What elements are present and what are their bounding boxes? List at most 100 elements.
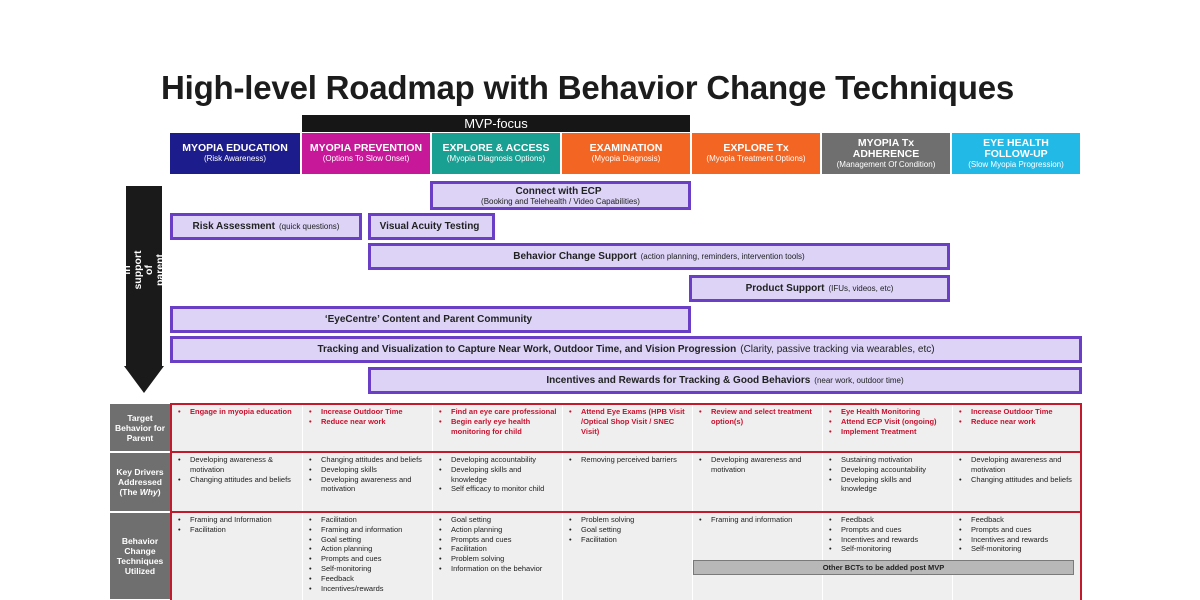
list-item: Removing perceived barriers [569,455,689,465]
list-item: Prompts and cues [439,535,559,545]
list-item: Developing skills and knowledge [829,475,949,495]
table-cell: Framing and information [693,513,823,600]
table-cell: Attend Eye Exams (HPB Visit /Optical Sho… [563,405,693,451]
table-cell: Developing awareness & motivationChangin… [172,453,303,511]
feature-risk-assessment: Risk Assessment (quick questions) [170,213,362,240]
phase-label: EXAMINATION [589,142,663,154]
list-item: Developing awareness & motivation [178,455,299,475]
phase-label: EXPLORE Tx [723,142,789,154]
table-cell: Increase Outdoor TimeReduce near work [953,405,1080,451]
feature-label: Connect with ECP [515,185,602,197]
table-cell: Developing awareness and motivationChang… [953,453,1080,511]
down-arrow-icon [124,186,164,393]
phase-myopia-education: MYOPIA EDUCATION (Risk Awareness) [170,133,300,174]
phase-label: EYE HEALTH FOLLOW-UP [983,136,1049,160]
list-item: Developing awareness and motivation [959,455,1077,475]
row-header-key-drivers: Key Drivers Addressed (The Why) [110,453,170,512]
phase-label: MYOPIA EDUCATION [182,142,288,154]
feature-connect-with-ecp: Connect with ECP (Booking and Telehealth… [430,181,691,210]
phase-sub: (Myopia Diagnosis) [591,154,661,163]
table-cell: Engage in myopia education [172,405,303,451]
phase-sub: (Management Of Condition) [836,159,936,169]
feature-sub: (action planning, reminders, interventio… [640,252,805,261]
phase-examination: EXAMINATION (Myopia Diagnosis) [562,133,690,174]
list-item: Framing and information [699,515,819,525]
list-item: Goal setting [439,515,559,525]
list-item: Self-monitoring [959,544,1077,554]
list-item: Find an eye care professional [439,407,559,417]
list-item: Action planning [309,544,429,554]
phase-explore-tx: EXPLORE Tx (Myopia Treatment Options) [692,133,820,174]
table-cell: Sustaining motivationDeveloping accounta… [823,453,953,511]
page-title: High-level Roadmap with Behavior Change … [160,69,1015,106]
phase-sub: (Myopia Diagnosis Options) [446,154,546,163]
list-item: Feedback [829,515,949,525]
list-item: Changing attitudes and beliefs [959,475,1077,485]
table-cell: Framing and InformationFacilitation [172,513,303,600]
list-item: Developing awareness and motivation [699,455,819,475]
list-item: Framing and information [309,525,429,535]
list-item: Action planning [439,525,559,535]
phase-sub: (Myopia Treatment Options) [706,154,806,163]
table-cell: Changing attitudes and beliefsDeveloping… [303,453,433,511]
list-item: Self efficacy to monitor child [439,484,559,494]
list-item: Goal setting [309,535,429,545]
table-cell: Developing accountabilityDeveloping skil… [433,453,563,511]
phase-label: MYOPIA PREVENTION [309,142,423,154]
list-item: Facilitation [569,535,689,545]
feature-label: ‘EyeCentre’ Content and Parent Community [324,314,533,325]
table-cell: Eye Health MonitoringAttend ECP Visit (o… [823,405,953,451]
list-item: Incentives/rewards [309,584,429,594]
list-item: Feedback [309,574,429,584]
list-item: Increase Outdoor Time [959,407,1077,417]
feature-label: Product Support [745,283,825,294]
list-item: Developing accountability [439,455,559,465]
feature-label: Behavior Change Support [513,251,637,262]
list-item: Framing and Information [178,515,299,525]
feature-label: Visual Acuity Testing [379,221,480,232]
list-item: Feedback [959,515,1077,525]
list-item: Reduce near work [309,417,429,427]
feature-label: Incentives and Rewards for Tracking & Go… [546,375,811,386]
row-header-target-behavior: Target Behavior for Parent [110,404,170,452]
feature-sub: (quick questions) [278,222,340,231]
feature-label: Tracking and Visualization to Capture Ne… [317,344,737,355]
feature-sub: (IFUs, videos, etc) [828,284,894,293]
list-item: Developing skills [309,465,429,475]
feature-sub: (Booking and Telehealth / Video Capabili… [481,196,640,206]
table-cell: FeedbackPrompts and cuesIncentives and r… [823,513,953,600]
feature-sub: (near work, outdoor time) [814,376,904,385]
table-cell: Increase Outdoor TimeReduce near work [303,405,433,451]
list-item: Facilitation [309,515,429,525]
table-cell: FacilitationFraming and informationGoal … [303,513,433,600]
list-item: Eye Health Monitoring [829,407,949,417]
list-item: Prompts and cues [309,554,429,564]
target-behavior-row: Engage in myopia education Increase Outd… [170,403,1082,453]
phase-myopia-tx-adherence: MYOPIA Tx ADHERENCE (Management Of Condi… [822,133,950,174]
mvp-focus-bar: MVP-focus [302,115,690,132]
list-item: Goal setting [569,525,689,535]
list-item: Developing awareness and motivation [309,475,429,495]
feature-incentives-rewards: Incentives and Rewards for Tracking & Go… [368,367,1082,394]
phase-eye-health-follow-up: EYE HEALTH FOLLOW-UP (Slow Myopia Progre… [952,133,1080,174]
row-header-bct: Behavior Change Techniques Utilized [110,513,170,600]
list-item: Self-monitoring [829,544,949,554]
table-cell: Goal settingAction planningPrompts and c… [433,513,563,600]
list-item: Incentives and rewards [829,535,949,545]
phase-sub: (Options To Slow Onset) [322,154,410,163]
key-drivers-row: Developing awareness & motivationChangin… [170,453,1082,513]
list-item: Problem solving [569,515,689,525]
feature-label: Risk Assessment [192,221,275,232]
phase-sub: (Risk Awareness) [203,154,267,163]
list-item: Developing skills and knowledge [439,465,559,485]
phase-label: MYOPIA Tx ADHERENCE [852,136,920,160]
list-item: Prompts and cues [959,525,1077,535]
feature-tracking-visualization: Tracking and Visualization to Capture Ne… [170,336,1082,363]
list-item: Facilitation [178,525,299,535]
table-cell: FeedbackPrompts and cuesIncentives and r… [953,513,1080,600]
list-item: Increase Outdoor Time [309,407,429,417]
list-item: Implement Treatment [829,427,949,437]
table-cell: Review and select treatment option(s) [693,405,823,451]
list-item: Reduce near work [959,417,1077,427]
list-item: Self-monitoring [309,564,429,574]
